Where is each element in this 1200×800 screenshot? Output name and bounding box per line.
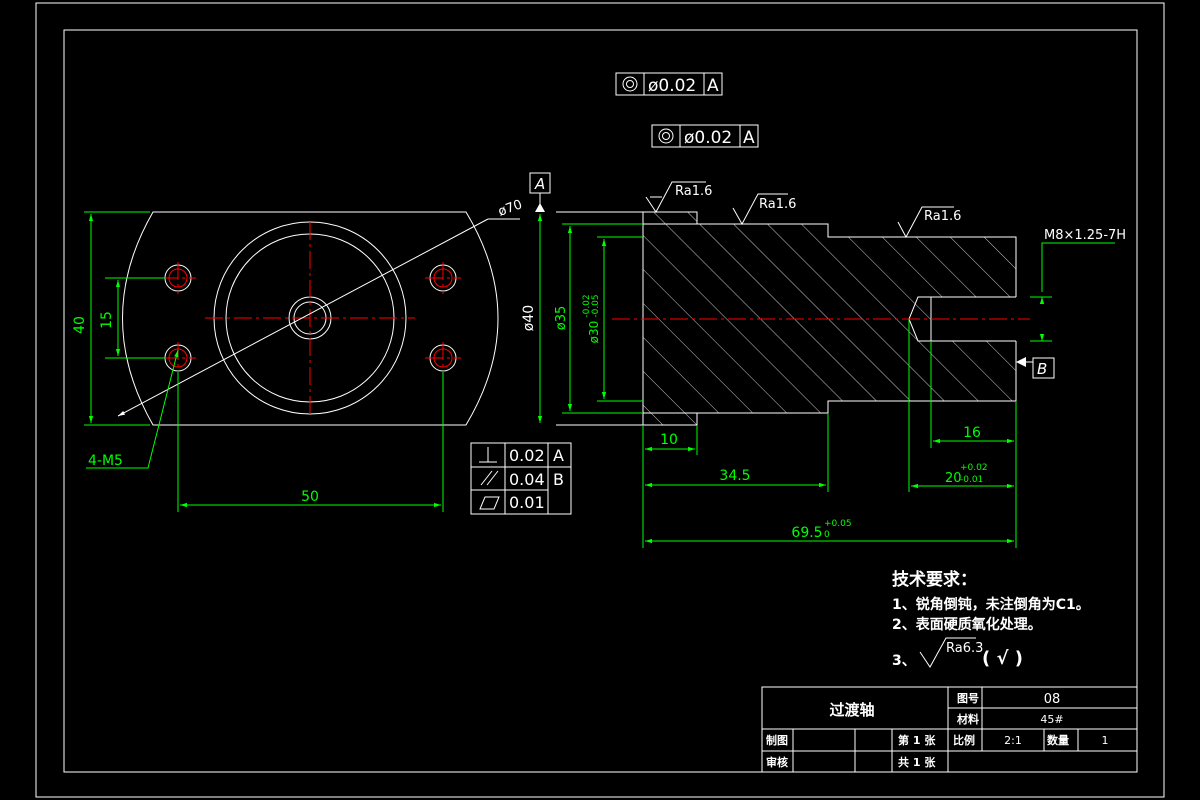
tech-req-item-2: 2、表面硬质氧化处理。 (892, 616, 1042, 633)
roughness-general: Ra6.3 (946, 641, 983, 656)
dim-40: 40 (72, 316, 88, 334)
roughness-1 (645, 181, 706, 213)
roughness-general-icon (919, 637, 976, 668)
total-label: 共 1 张 (898, 755, 936, 769)
gdt-frame-top-2: ø0.02 A (651, 124, 759, 148)
title-block (761, 686, 1138, 773)
holes-leader (86, 349, 179, 469)
dim-69-5: 69.5 (791, 525, 822, 541)
datum-b-label: B (1037, 360, 1047, 378)
flange-outline (122, 211, 499, 426)
concentricity-icon (658, 128, 674, 144)
datum-a: A (529, 172, 551, 212)
inner-border (63, 29, 1138, 773)
roughness-3 (897, 206, 954, 239)
dim-50: 50 (301, 489, 319, 505)
dim-10: 10 (660, 432, 678, 448)
dim-dia40: ø40 (521, 305, 537, 331)
datum-b: B (1016, 357, 1055, 379)
gdt-value: ø0.02 (684, 128, 732, 148)
flatness-icon (479, 496, 500, 510)
roughness-2-label: Ra1.6 (759, 197, 796, 212)
tech-req-item-1: 1、锐角倒钝，未注倒角为C1。 (892, 596, 1090, 613)
material: 45# (1040, 713, 1063, 726)
dim-thread: M8×1.25-7H (1044, 228, 1126, 243)
dim-69-5-tol: +0.05 (824, 519, 852, 529)
gdt-bottom-datum-2: B (553, 470, 564, 489)
tech-req-title: 技术要求： (892, 569, 977, 590)
datum-a-label: A (534, 175, 545, 193)
checked-label: 审核 (766, 755, 788, 769)
dim-dia30-lower: -0.05 (591, 294, 601, 317)
dim-dia70: ø70 (496, 197, 524, 219)
roughness-1-label: Ra1.6 (675, 184, 712, 199)
dim-69-5-tol-lower: 0 (824, 530, 830, 540)
dim-dia30-upper: -0.02 (582, 294, 592, 317)
roughness-2 (732, 193, 788, 226)
gdt-bottom-value-1: 0.02 (509, 446, 545, 465)
gdt-datum: A (707, 76, 719, 96)
dim-dia35: ø35 (554, 306, 569, 331)
dim-34-5: 34.5 (719, 468, 750, 484)
roughness-general-note: ( √ ) (982, 648, 1023, 669)
dim-dia30: ø30 (587, 321, 601, 344)
material-label: 材料 (957, 712, 979, 726)
gdt-bottom-datum-1: A (553, 446, 564, 465)
gdt-frames-bottom (470, 442, 572, 515)
front-view: ø70 40 15 50 4-M5 (72, 197, 524, 512)
gdt-datum: A (743, 128, 755, 148)
dim-20-lower: -0.01 (960, 475, 983, 485)
gdt-frame-top-1: ø0.02 A (615, 72, 723, 96)
scale: 2:1 (1004, 734, 1022, 747)
dim-15: 15 (99, 311, 115, 329)
thread-leader (1041, 242, 1115, 292)
technical-requirements: 技术要求： 1、锐角倒钝，未注倒角为C1。 2、表面硬质氧化处理。 3、 Ra6… (892, 569, 1090, 669)
parallelism-icon (480, 470, 493, 486)
drawn-label: 制图 (766, 733, 788, 747)
qty-label: 数量 (1047, 733, 1069, 747)
gdt-bottom-value-3: 0.01 (509, 493, 545, 512)
outer-border (35, 2, 1165, 798)
drawing-no-label: 图号 (957, 692, 979, 705)
gdt-value: ø0.02 (648, 76, 696, 96)
dia70-leader (117, 218, 489, 417)
tech-req-item-3: 3、 (892, 653, 916, 669)
dim-holes: 4-M5 (88, 453, 123, 469)
dim-20: 20 (945, 471, 962, 486)
sheet-label: 第 1 张 (898, 733, 936, 747)
dim-16: 16 (963, 425, 981, 441)
roughness-3-label: Ra1.6 (924, 209, 961, 224)
front-centerlines (160, 222, 461, 414)
part-name: 过渡轴 (829, 701, 874, 719)
qty: 1 (1102, 734, 1109, 747)
scale-label: 比例 (953, 733, 975, 747)
section-view: A B Ra1.6 Ra1.6 Ra1.6 (521, 172, 1126, 548)
concentricity-icon (622, 76, 638, 92)
dim-20-upper: +0.02 (960, 463, 988, 473)
gdt-bottom-value-2: 0.04 (509, 470, 545, 489)
drawing-no: 08 (1044, 692, 1061, 707)
